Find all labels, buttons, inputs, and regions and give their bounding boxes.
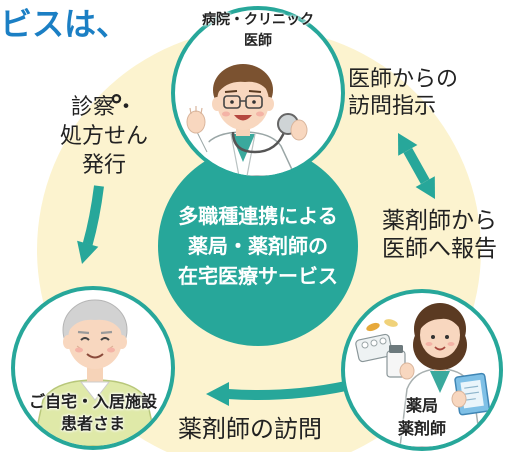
patient-label: ご自宅・入居施設 患者さま [11, 391, 175, 435]
flow-label-line: 訪問指示 [348, 94, 437, 119]
down-arrow-icon [77, 185, 104, 264]
doctor-label-line: 医師 [244, 33, 272, 49]
flow-label-line: 医師へ報告 [382, 236, 497, 262]
doctor-instruction-label: 医師からの 訪問指示 [348, 66, 458, 120]
center-title-line: 薬局・薬剤師の [188, 234, 328, 258]
pharmacist-label: 薬局 薬剤師 [341, 394, 503, 440]
pharmacist-label-line: 薬剤師 [397, 419, 446, 438]
doctor-label-line: 病院・クリニック [202, 12, 314, 28]
center-title-line: 在宅医療サービス [178, 264, 338, 288]
patient-label-line: ご自宅・入居施設 [28, 392, 157, 411]
patient-node [11, 286, 175, 450]
flow-label-line: 処方せん [59, 124, 148, 149]
pharmacist-label-line: 薬局 [405, 396, 438, 415]
flow-label-line: 診察・ [70, 95, 137, 120]
doctor-node [171, 6, 345, 180]
heading-fragment: ビスは、 [0, 5, 129, 43]
heading-tail: 。 [111, 75, 140, 108]
center-title-line: 多職種連携による [178, 204, 338, 228]
flow-label-line: 医師からの [348, 67, 459, 92]
doctor-illustration [186, 64, 308, 176]
double-arrow-icon [398, 133, 435, 199]
elderly-patient-illustration [32, 299, 158, 446]
pharmacist-visit-label: 薬剤師の訪問 [178, 414, 322, 444]
patient-label-line: 患者さま [60, 414, 125, 433]
left-arrow-icon [206, 381, 348, 406]
flow-label-line: 薬剤師の訪問 [178, 415, 322, 443]
flow-label-line: 薬剤師から [382, 208, 497, 234]
pharmacist-illustration [355, 303, 491, 447]
pharmacist-report-label: 薬剤師から 医師へ報告 [382, 207, 497, 263]
pharmacist-node [341, 289, 503, 451]
doctor-label: 病院・クリニック 医師 [171, 10, 345, 52]
prescription-label: 診察・ 処方せん 発行 [48, 93, 160, 180]
flow-label-line: 発行 [81, 153, 126, 178]
